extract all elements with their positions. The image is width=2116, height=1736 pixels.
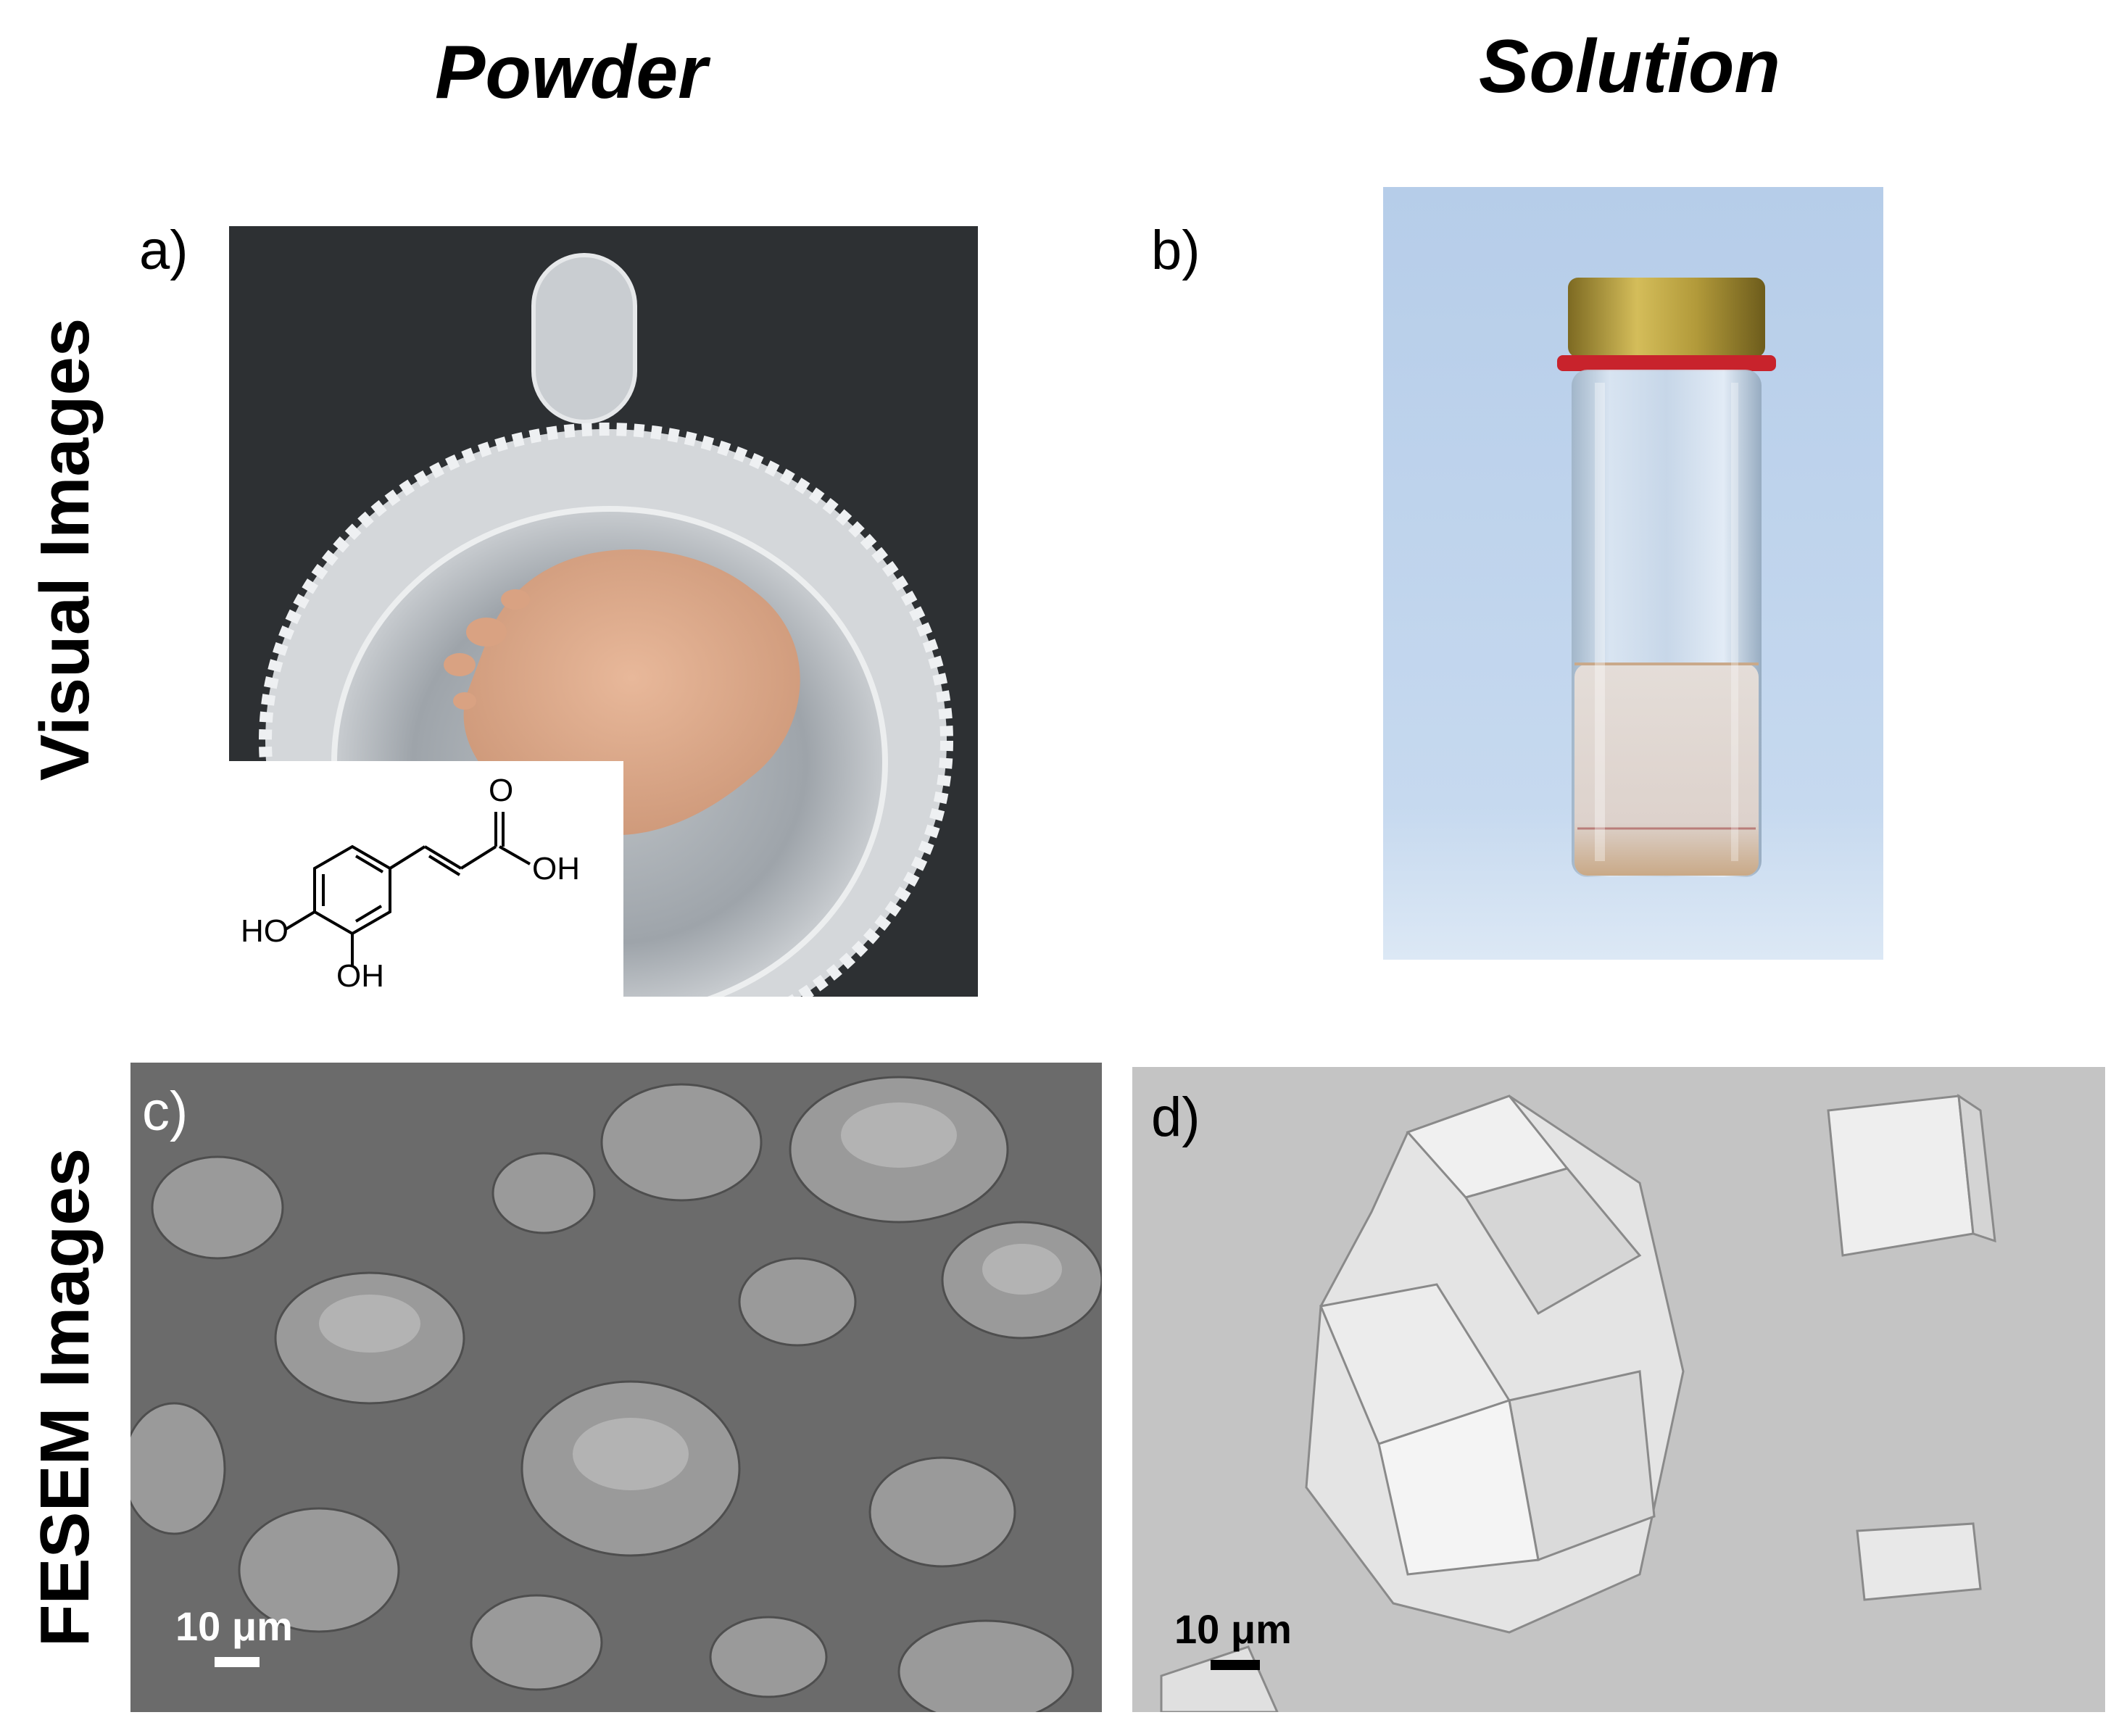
panel-a-powder-photo (229, 226, 978, 997)
crystal-flake (868, 1456, 1016, 1568)
caffeic-acid-structure (284, 812, 531, 965)
crystal-flake (738, 1257, 857, 1347)
panel-letter-b: b) (1151, 220, 1200, 281)
column-title-solution: Solution (1479, 25, 1780, 109)
crystal-flake (470, 1594, 603, 1691)
powder-clump (453, 692, 476, 710)
scalebar-d (1211, 1660, 1260, 1670)
scalebar-c (215, 1657, 260, 1667)
powder-photo-illustration (229, 226, 978, 997)
crystal-flake (238, 1507, 400, 1633)
panel-b-vial-photo (1383, 187, 1883, 960)
powder-clump (444, 653, 476, 676)
vial-cap-red-seal (1557, 355, 1776, 371)
foil-tab (531, 253, 637, 424)
row-title-wrap-visual: Visual Images (26, 304, 104, 797)
column-title-powder: Powder (435, 30, 708, 115)
scalebar-label-c: 10 μm (175, 1603, 293, 1649)
panel-c-fesem-powder: c) 10 μm (130, 1063, 1102, 1712)
molecule-label-acid-oh: OH (532, 851, 580, 886)
row-title-wrap-fesem: FESEM Images (26, 1145, 104, 1653)
crystal-block (1856, 1522, 1982, 1601)
molecule-label-ho: HO (241, 913, 289, 949)
vial-photo-illustration (1383, 187, 1883, 960)
benzene-ring (313, 844, 391, 936)
molecule-label-carbonyl-o: O (489, 773, 514, 808)
powder-clump (466, 618, 507, 647)
crystal-flake (600, 1083, 763, 1202)
fesem-solution-illustration (1132, 1067, 2105, 1712)
row-title-visual: Visual Images (26, 317, 104, 781)
scalebar-label-d: 10 μm (1174, 1606, 1292, 1652)
panel-letter-c: c) (142, 1081, 188, 1142)
row-title-fesem: FESEM Images (26, 1147, 104, 1648)
powder-clump (501, 589, 530, 610)
panel-letter-d: d) (1151, 1087, 1200, 1148)
crystal-flake (130, 1402, 226, 1535)
panel-letter-a: a) (139, 220, 188, 281)
vial-liquid (1574, 664, 1759, 876)
crystal-block (1827, 1095, 1975, 1257)
molecule-label-oh-bottom: OH (336, 958, 384, 994)
fesem-powder-illustration (130, 1063, 1102, 1712)
vial-cap (1568, 278, 1765, 357)
crystal-flake (491, 1152, 596, 1234)
panel-d-fesem-solution: d) 10 μm (1132, 1067, 2105, 1712)
molecule-inset: O OH HO OH (229, 761, 623, 997)
crystal-flake (151, 1155, 284, 1260)
crystal-flake (709, 1616, 828, 1698)
crystal-flake (897, 1619, 1074, 1712)
